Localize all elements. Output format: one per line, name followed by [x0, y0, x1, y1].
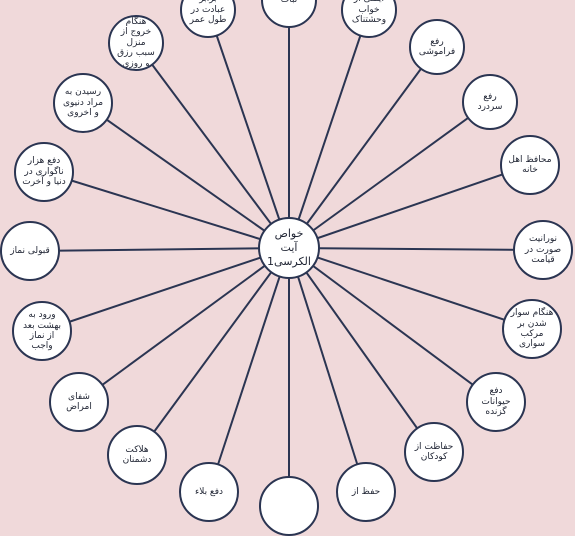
- node-4: رفع فراموشی: [409, 19, 465, 75]
- connector-line: [207, 9, 290, 249]
- connector-line: [288, 9, 370, 249]
- connector-line: [288, 247, 497, 403]
- connector-line: [82, 102, 290, 249]
- node-9: دفع حیوانات گزنده: [466, 372, 526, 432]
- node-13: دفع بلاء: [179, 462, 239, 522]
- node-10: حفاظت از کودکان: [404, 422, 464, 482]
- connector-line: [288, 247, 544, 251]
- node-20: هنگام خروج از منزل سبب رزق و روزی: [108, 15, 164, 71]
- node-19: رسیدن به مراد دنیوی و اخروی: [53, 73, 113, 133]
- node-15: شفای امراض: [49, 372, 109, 432]
- node-8: هنگام سوار شدن بر مرکب سواری: [502, 299, 562, 359]
- node-6: محافظ اهل خانه: [500, 135, 560, 195]
- center-node: خواص آیت الکرسی1: [258, 217, 320, 279]
- connector-line: [288, 247, 367, 493]
- connector-line: [288, 164, 531, 249]
- connector-line: [136, 247, 290, 456]
- node-5: رفع سردرد: [462, 74, 518, 130]
- connector-line: [288, 46, 438, 249]
- connector-line: [29, 247, 290, 252]
- node-18: دفع هزار ناگواری در دنیا و آخرت: [14, 142, 74, 202]
- node-17: قبولی نماز: [0, 221, 60, 281]
- node-12: [259, 476, 319, 536]
- connector-line: [288, 101, 491, 249]
- connector-line: [288, 247, 435, 453]
- node-16: ورود به بهشت بعد از نماز واجب: [12, 301, 72, 361]
- connector-line: [135, 42, 290, 249]
- node-14: هلاکت دشمنان: [107, 425, 167, 485]
- connector-line: [288, 247, 533, 330]
- node-7: نورانیت صورت در قیامت: [513, 220, 573, 280]
- connector-line: [78, 247, 290, 403]
- connector-line: [208, 247, 290, 493]
- node-11: حفظ از: [336, 462, 396, 522]
- connector-line: [41, 247, 290, 332]
- connector-line: [43, 171, 290, 249]
- connector-lines: [29, 0, 544, 498]
